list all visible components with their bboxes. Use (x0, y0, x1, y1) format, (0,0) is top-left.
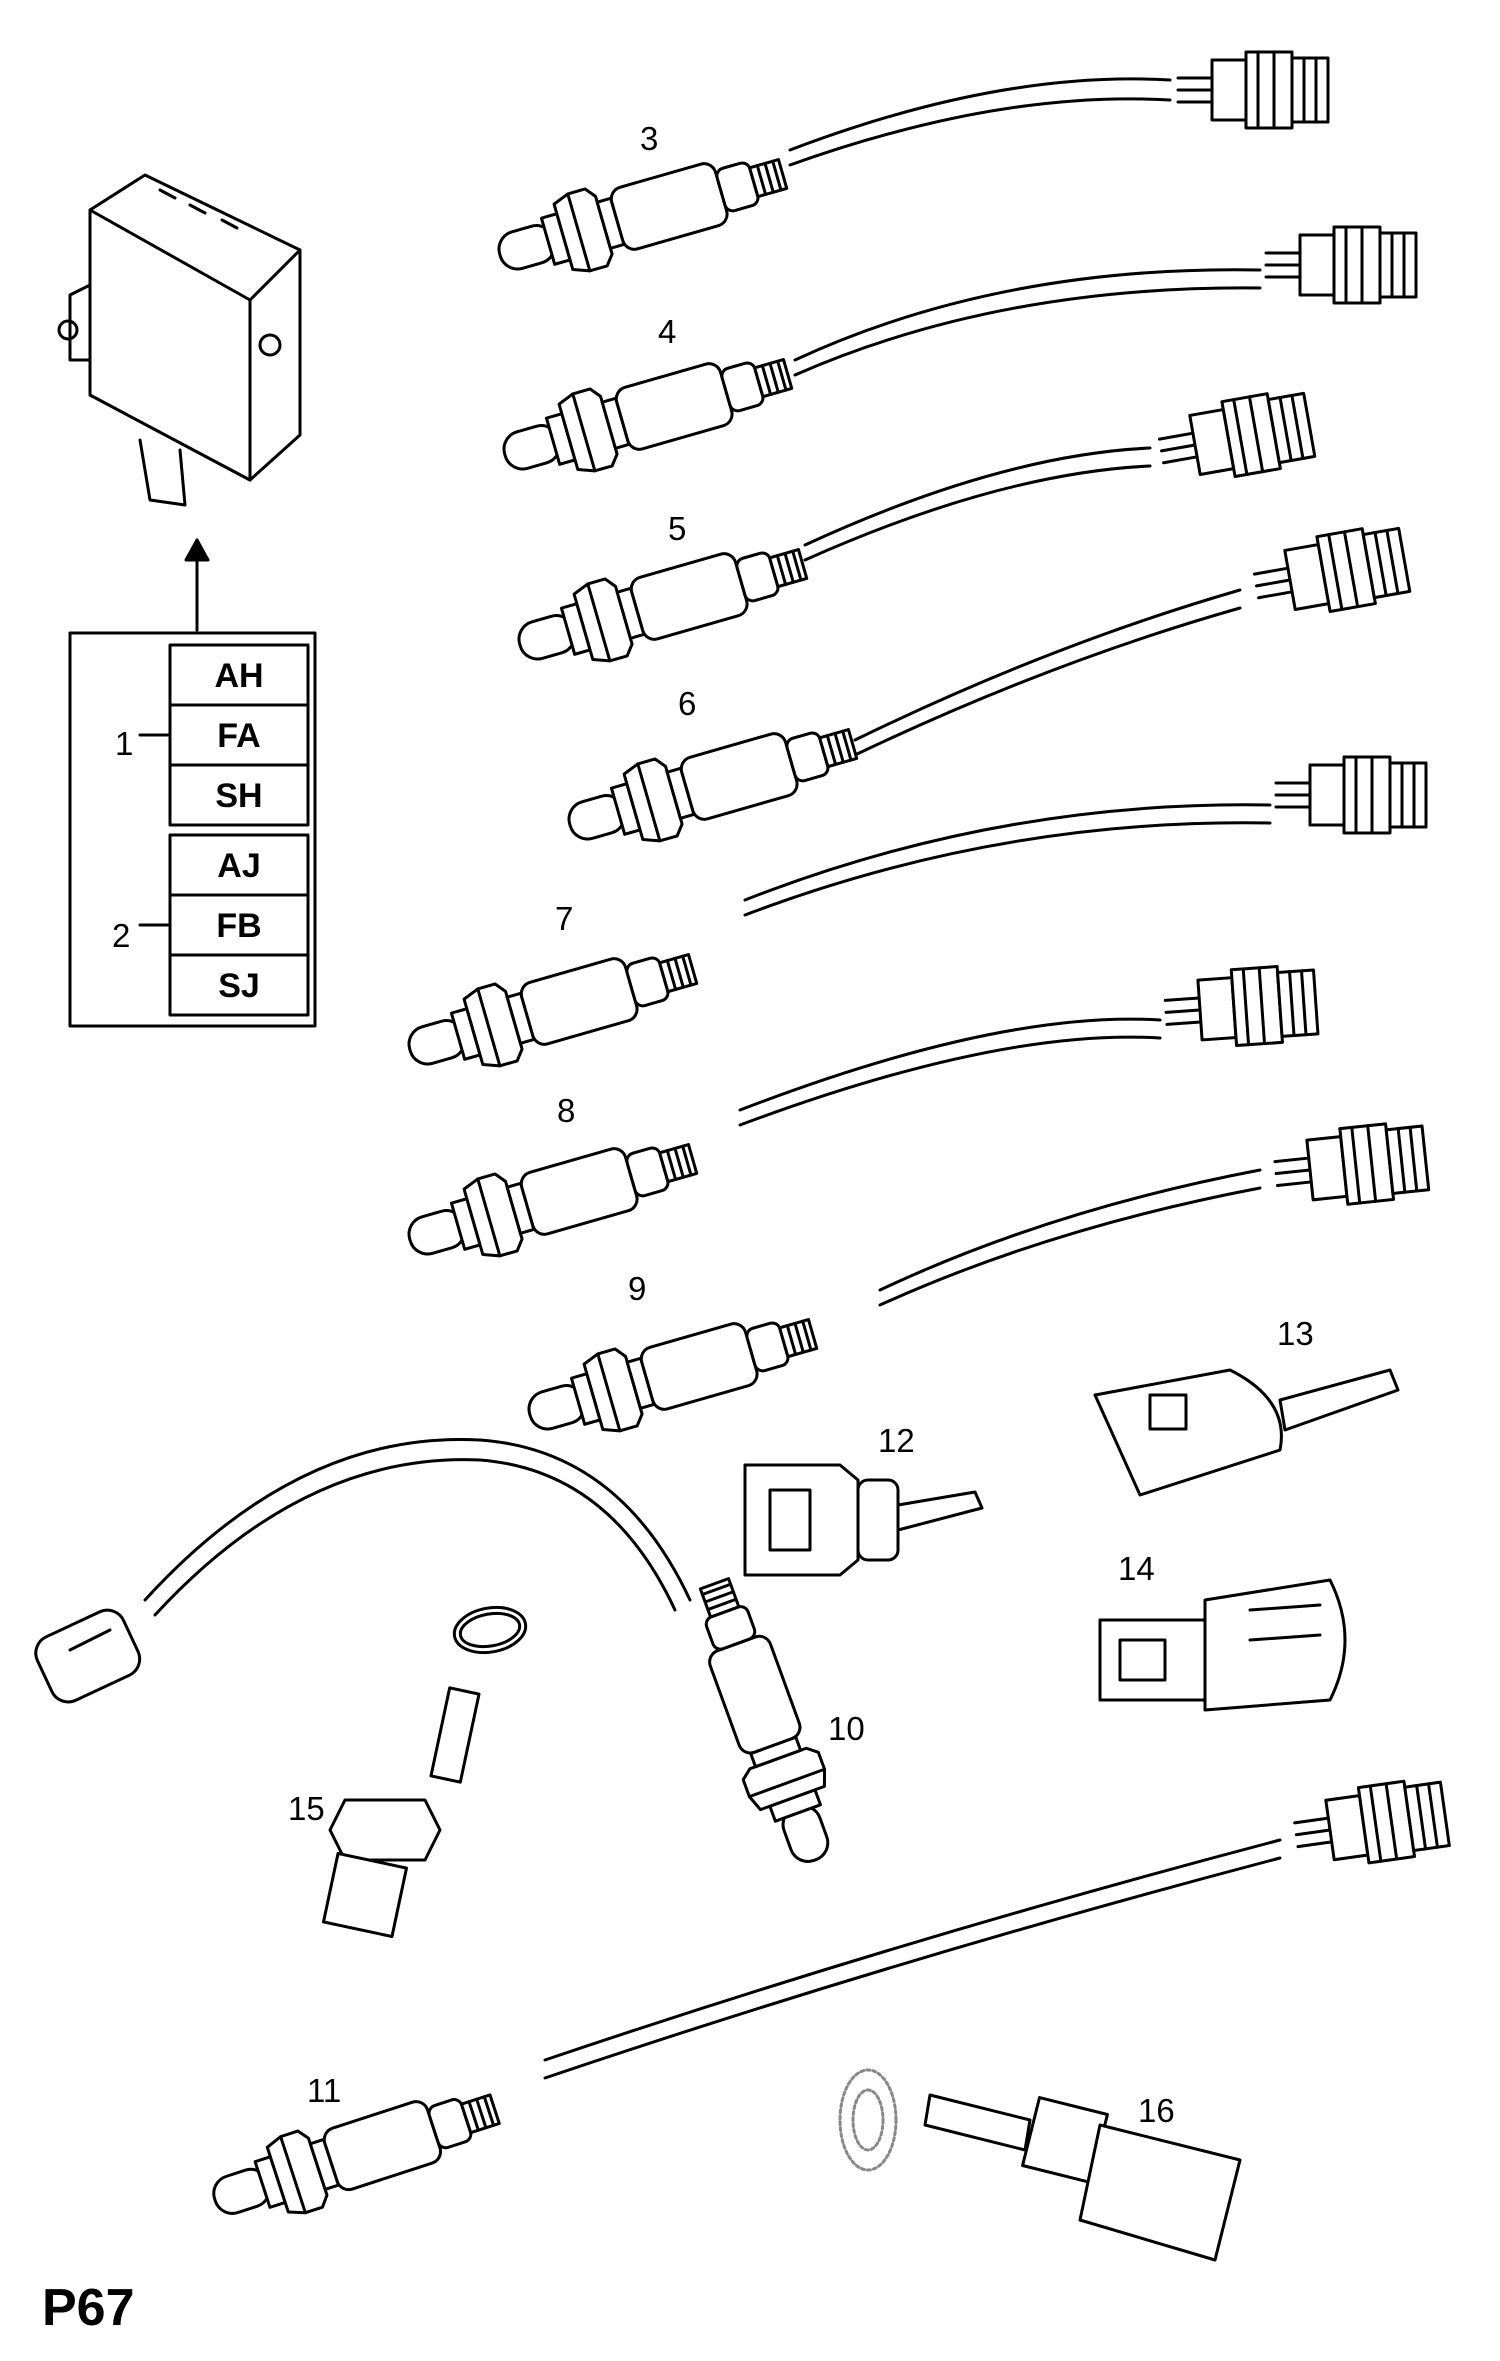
temperature-sensor-16 (838, 2068, 1242, 2262)
arrow-up-icon (184, 538, 210, 632)
oxygen-sensor-3 (487, 50, 1330, 295)
page-label: P67 (42, 2279, 135, 2337)
callout-10: 10 (828, 1710, 865, 1747)
callout-5: 5 (668, 510, 686, 547)
variant-code-table (68, 631, 317, 1028)
callout-labels: 1 2 3 4 5 6 7 8 9 10 11 12 13 14 15 16 P… (42, 120, 1314, 2337)
oxygen-sensor-8 (397, 962, 1320, 1280)
callout-16: 16 (1138, 2092, 1175, 2129)
callout-8: 8 (557, 1092, 575, 1129)
callout-1: 1 (115, 725, 133, 762)
callout-13: 13 (1277, 1315, 1314, 1352)
code-fb: FB (216, 907, 261, 945)
temperature-sensor-13 (1093, 1368, 1400, 1497)
oxygen-sensor-9 (517, 1118, 1431, 1455)
code-sh: SH (215, 777, 262, 815)
oxygen-sensor-4 (492, 225, 1418, 495)
callout-12: 12 (878, 1422, 915, 1459)
oxygen-sensor-5 (507, 385, 1318, 685)
oxygen-sensor-7 (397, 755, 1428, 1090)
callout-6: 6 (678, 685, 696, 722)
callout-3: 3 (640, 120, 658, 157)
code-ah: AH (214, 657, 263, 695)
code-aj: AJ (217, 847, 260, 885)
callout-11: 11 (307, 2072, 341, 2109)
callout-4: 4 (658, 313, 676, 350)
callout-9: 9 (628, 1270, 646, 1307)
temperature-sensor-15 (321, 1605, 528, 1939)
callout-15: 15 (288, 1790, 325, 1827)
control-unit (57, 173, 302, 507)
code-sj: SJ (218, 967, 260, 1005)
oxygen-sensor-11 (201, 1774, 1452, 2240)
temperature-sensor-14 (1098, 1578, 1347, 1712)
oxygen-sensor-6 (557, 520, 1413, 865)
code-fa: FA (217, 717, 260, 755)
callout-14: 14 (1118, 1550, 1155, 1587)
oxygen-sensor-10 (34, 1437, 855, 1876)
callout-2: 2 (112, 917, 130, 954)
temperature-sensor-12 (743, 1463, 984, 1577)
callout-7: 7 (555, 900, 573, 937)
